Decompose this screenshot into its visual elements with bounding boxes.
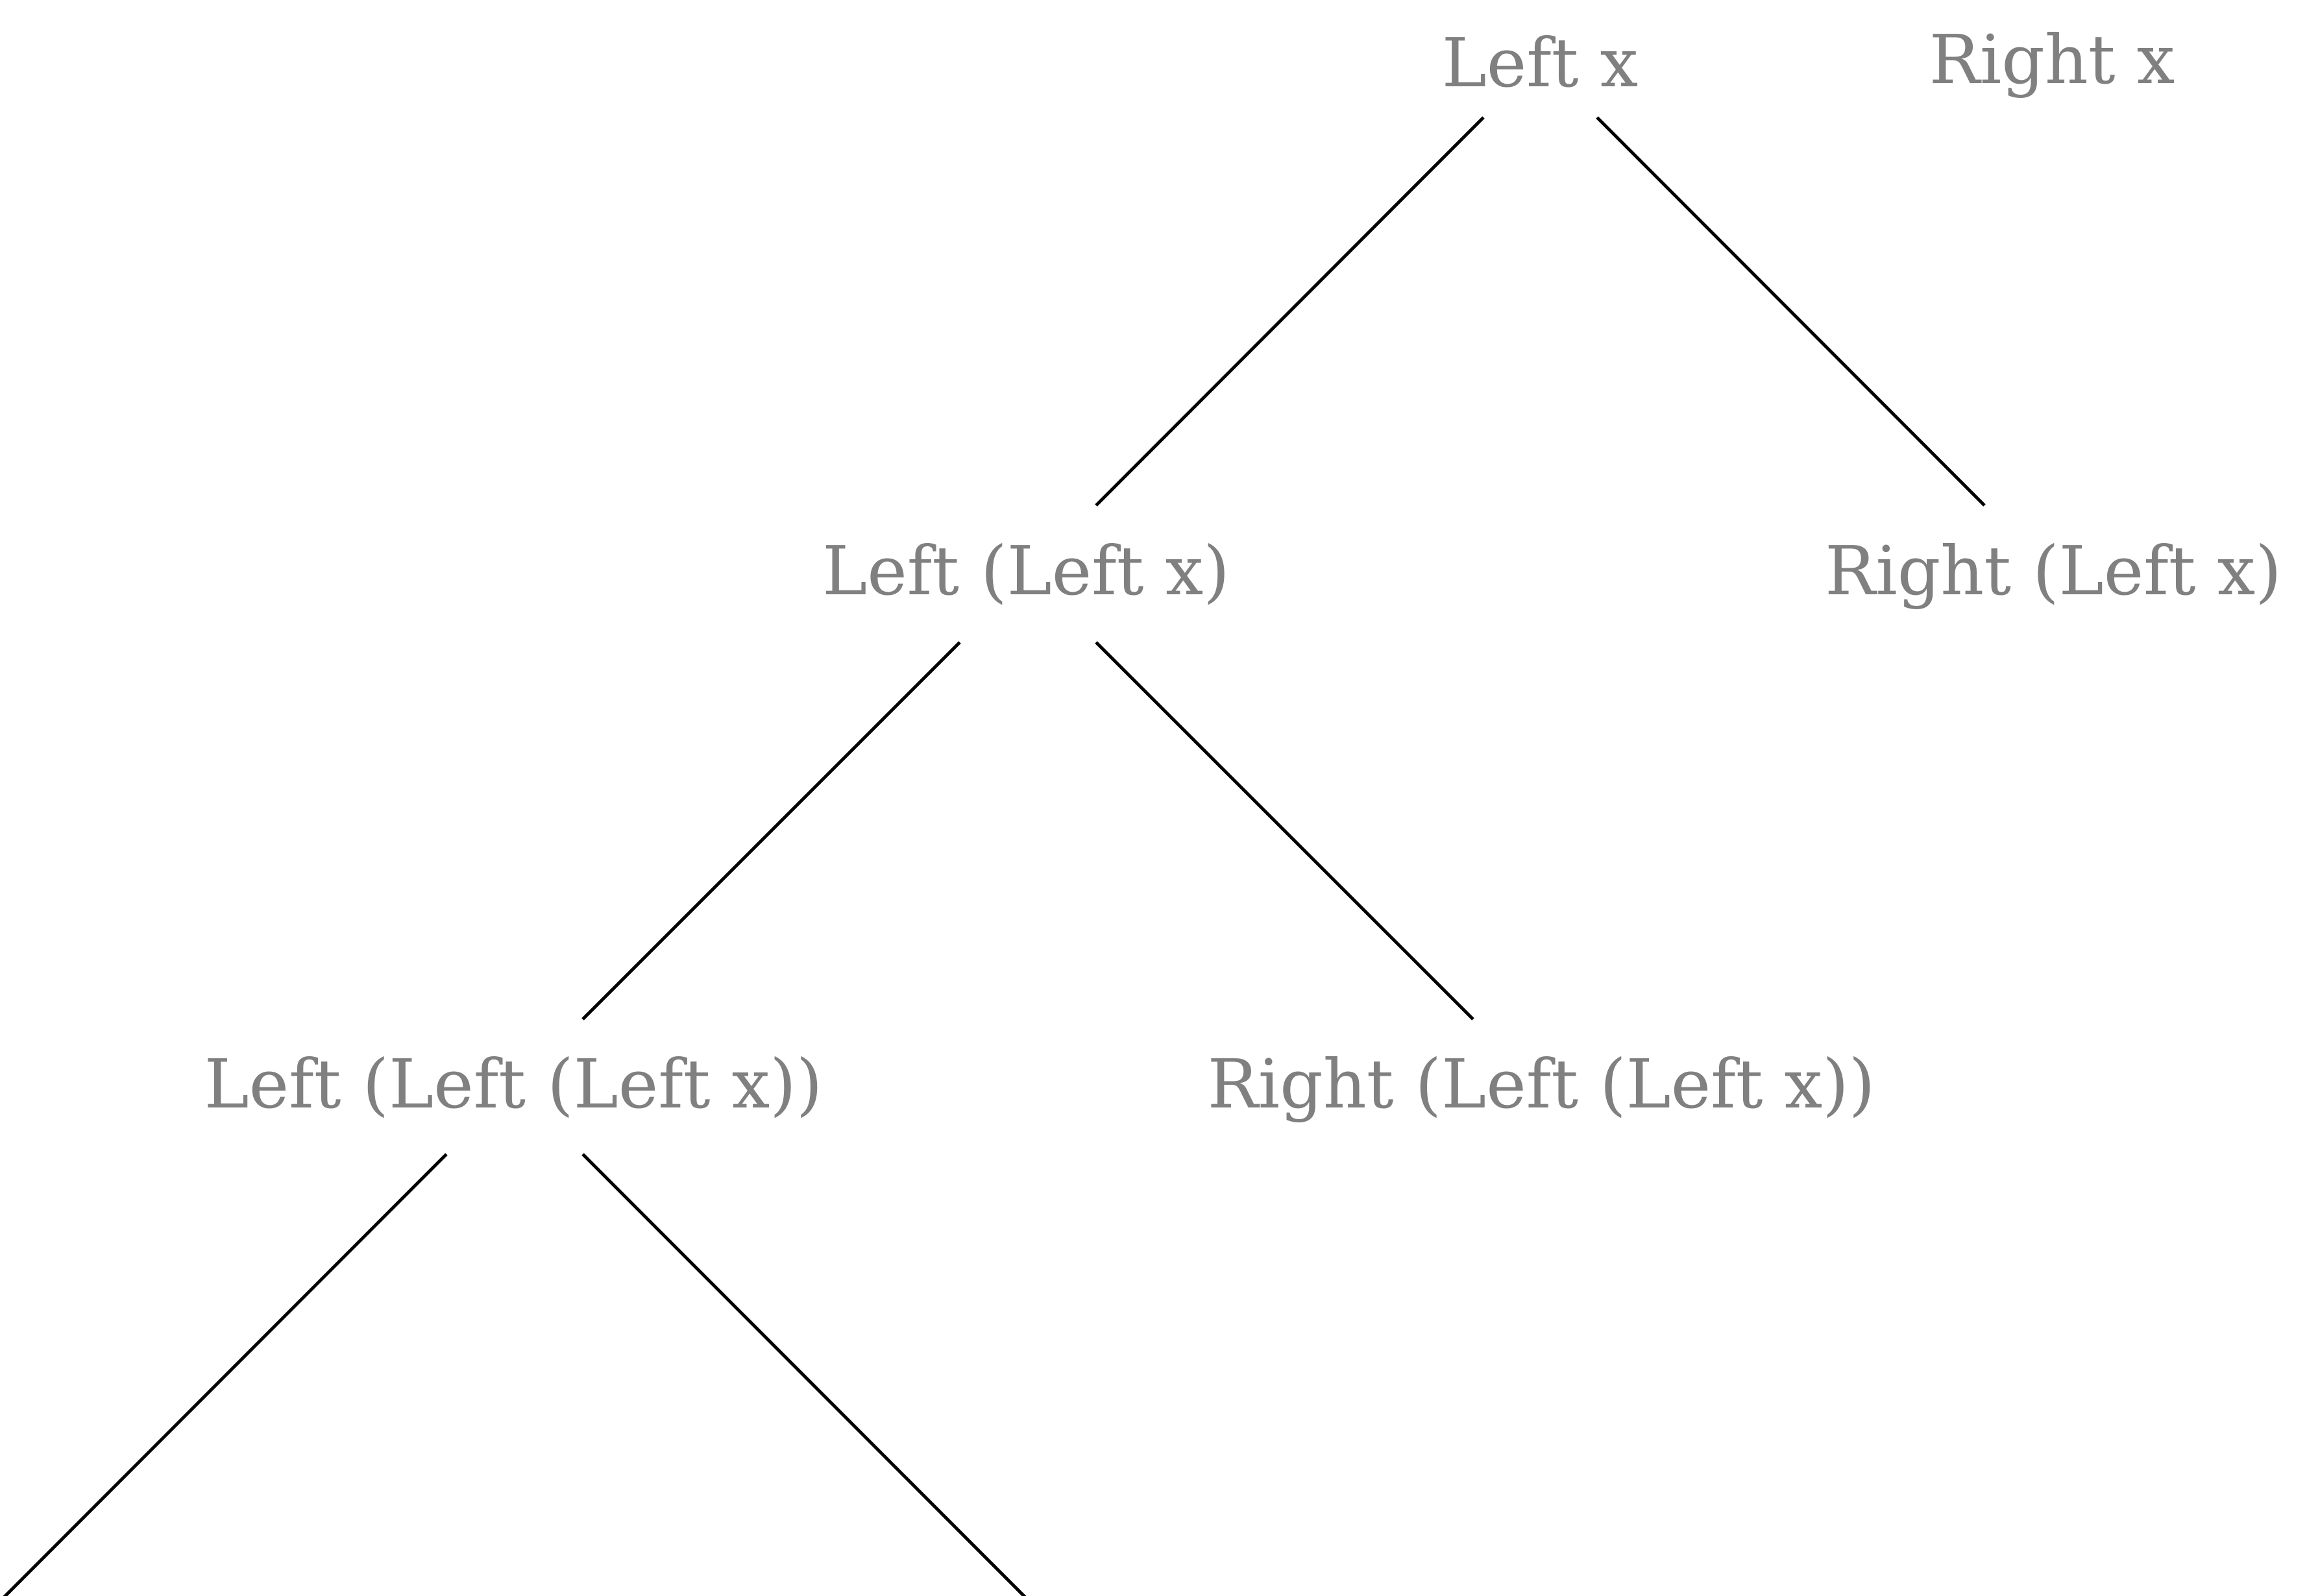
edge-left-left-left-x-to-offscreen-right [581, 1153, 1027, 1596]
edge-left-left-x-to-left-left-left-x [581, 641, 961, 1021]
node-right-left-left-x: Right (Left (Left x)) [1207, 1045, 1875, 1124]
node-right-left-x: Right (Left x) [1825, 531, 2282, 611]
node-left-left-x: Left (Left x) [822, 531, 1230, 611]
node-right-x: Right x [1929, 20, 2175, 99]
edge-left-left-left-x-to-offscreen-left [3, 1153, 448, 1596]
node-left-x: Left x [1441, 23, 1639, 103]
edge-root-to-left-left-x [1095, 116, 1485, 507]
edge-root-to-right-left-x [1596, 116, 1986, 507]
node-left-left-left-x: Left (Left (Left x)) [204, 1045, 823, 1124]
edge-left-left-x-to-right-left-left-x [1095, 641, 1474, 1021]
